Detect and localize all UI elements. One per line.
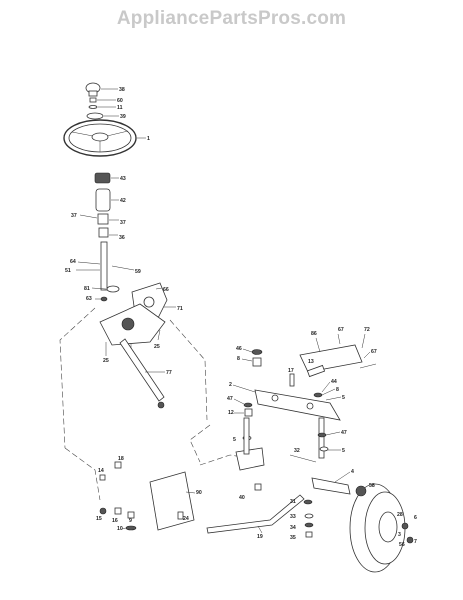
right-spindle: 47 5 32 4	[289, 417, 354, 495]
steering-wheel: 1	[63, 119, 150, 157]
callout-71: 71	[177, 306, 183, 312]
steering-shaft: 64 51 59	[65, 241, 141, 291]
callout-15: 15	[96, 516, 102, 522]
callout-28: 28	[397, 512, 403, 518]
callout-31: 31	[290, 499, 296, 505]
callout-25b: 25	[154, 344, 160, 350]
callout-43: 43	[120, 176, 126, 182]
steering-shaft-bushing: 37 37 36	[71, 213, 126, 241]
pedal-bracket-left: 90 18 14 15 16 9 24 10	[96, 456, 202, 532]
callout-16: 16	[112, 518, 118, 524]
steering-support-plate: 25 25	[99, 303, 166, 364]
callout-47a: 47	[227, 396, 233, 402]
watermark: AppliancePartsPros.com	[116, 8, 347, 29]
callout-2: 2	[229, 382, 232, 388]
hub-hardware: 60 11 39	[86, 97, 126, 120]
callout-42: 42	[120, 198, 126, 204]
pivot-hardware: 46 8 13 17	[236, 346, 326, 387]
callout-39: 39	[120, 114, 126, 120]
callout-5a: 5	[342, 395, 345, 401]
callout-8b: 8	[336, 387, 339, 393]
callout-3: 3	[398, 532, 401, 538]
callout-36: 36	[119, 235, 125, 241]
callout-32: 32	[294, 448, 300, 454]
callout-19: 19	[257, 534, 263, 540]
callout-17: 17	[288, 368, 294, 374]
callout-35: 35	[290, 535, 296, 541]
callout-6: 6	[414, 515, 417, 521]
callout-8a: 8	[237, 356, 240, 362]
center-hardware: 31 33 34 35 40	[239, 483, 314, 541]
callout-86: 86	[311, 331, 317, 337]
callout-72: 72	[364, 327, 370, 333]
tie-rod: 19	[206, 494, 305, 540]
callout-59: 59	[135, 269, 141, 275]
callout-60: 60	[117, 98, 123, 104]
callout-5b: 5	[233, 437, 236, 443]
callout-37b: 37	[120, 220, 126, 226]
drag-link: 77	[119, 338, 172, 409]
callout-67b: 67	[371, 349, 377, 355]
callout-90: 90	[196, 490, 202, 496]
callout-1: 1	[147, 136, 150, 142]
callout-63: 63	[86, 296, 92, 302]
steering-bellows: 42	[95, 188, 126, 212]
callout-24: 24	[183, 516, 189, 522]
callout-38: 38	[119, 87, 125, 93]
callout-44: 44	[331, 379, 337, 385]
callout-47b: 47	[341, 430, 347, 436]
callout-33: 33	[290, 514, 296, 520]
callout-34: 34	[290, 525, 296, 531]
left-spindle: 47 12 5	[227, 396, 265, 471]
callout-25a: 25	[103, 358, 109, 364]
steering-adapter: 43	[94, 172, 126, 184]
callout-66: 66	[163, 287, 169, 293]
callout-37a: 37	[71, 213, 77, 219]
callout-10: 10	[117, 526, 123, 532]
callout-56: 56	[399, 542, 405, 548]
callout-12: 12	[228, 410, 234, 416]
callout-46: 46	[236, 346, 242, 352]
callout-18: 18	[118, 456, 124, 462]
callout-81: 81	[84, 286, 90, 292]
front-wheel: 58 28 6 3 56 7	[349, 483, 417, 573]
steering-bracket-right: 86 67 72 67	[299, 327, 377, 373]
callout-9: 9	[129, 518, 132, 524]
callout-4: 4	[351, 469, 354, 475]
front-axle: 2 44 8 5	[229, 379, 345, 421]
callout-40: 40	[239, 495, 245, 501]
callout-67a: 67	[338, 327, 344, 333]
callout-13: 13	[308, 359, 314, 365]
callout-77: 77	[166, 370, 172, 376]
callout-7: 7	[414, 539, 417, 545]
shaft-bushings: 81 63	[84, 285, 120, 302]
callout-58: 58	[369, 483, 375, 489]
steering-cap: 38	[85, 82, 125, 97]
callout-51: 51	[65, 268, 71, 274]
callout-11: 11	[117, 105, 123, 111]
callout-14: 14	[98, 468, 104, 474]
callout-64: 64	[70, 259, 76, 265]
callout-5c: 5	[342, 448, 345, 454]
